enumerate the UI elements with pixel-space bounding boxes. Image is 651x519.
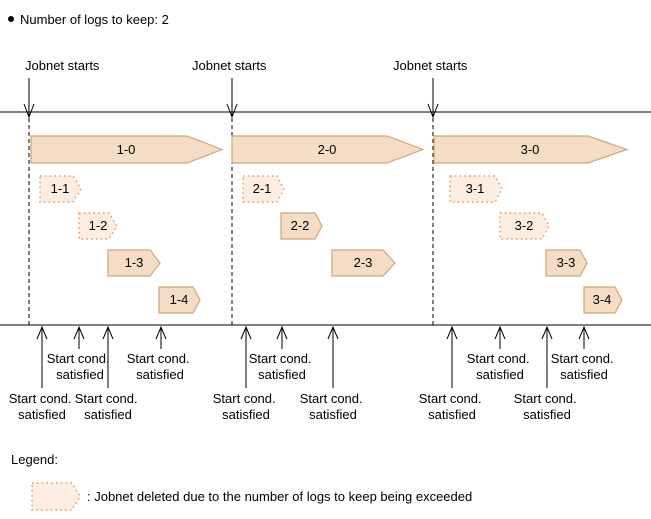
- start-cond-line1: Start cond.: [419, 391, 482, 406]
- jobnet-run-3-1: 3-1: [449, 175, 503, 203]
- start-cond-line2: satisfied: [84, 407, 132, 422]
- start-cond-label: Start cond. satisfied: [419, 391, 486, 422]
- start-cond-line2: satisfied: [523, 407, 571, 422]
- jobnet-run-label: 3-1: [466, 181, 485, 196]
- start-cond-line1: Start cond.: [249, 351, 312, 366]
- start-cond-line1: Start cond.: [467, 351, 530, 366]
- start-cond-label: Start cond. satisfied: [467, 351, 534, 382]
- start-cond-line1: Start cond.: [127, 351, 190, 366]
- start-cond-label: Start cond. satisfied: [75, 391, 142, 422]
- start-cond-arrow: [240, 325, 252, 388]
- jobnet-run-label: 1-3: [125, 255, 144, 270]
- jobnet-run-label: 2-1: [253, 181, 272, 196]
- jobnet-run-label: 1-0: [117, 142, 136, 157]
- jobnet-start-arrow-1: [23, 78, 35, 119]
- jobnet-run-label: 3-2: [515, 218, 534, 233]
- start-cond-arrow: [578, 325, 590, 349]
- start-cond-arrow: [276, 325, 288, 349]
- start-cond-line1: Start cond.: [514, 391, 577, 406]
- start-cond-label: Start cond. satisfied: [514, 391, 581, 422]
- jobnet-run-label: 3-0: [521, 142, 540, 157]
- legend-description: : Jobnet deleted due to the number of lo…: [87, 489, 472, 504]
- start-cond-arrow: [494, 325, 506, 349]
- start-cond-line1: Start cond.: [213, 391, 276, 406]
- jobnet-run-label: 1-2: [89, 218, 108, 233]
- start-cond-label: Start cond. satisfied: [9, 391, 76, 422]
- start-cond-line2: satisfied: [428, 407, 476, 422]
- start-cond-line1: Start cond.: [9, 391, 72, 406]
- start-cond-line2: satisfied: [560, 367, 608, 382]
- jobnet-run-label: 1-1: [51, 181, 70, 196]
- start-cond-label: Start cond. satisfied: [249, 351, 316, 382]
- start-cond-arrow: [327, 325, 339, 388]
- jobnet-run-3-0: 3-0: [433, 135, 629, 164]
- jobnet-run-3-2: 3-2: [499, 212, 550, 240]
- jobnet-run-label: 3-3: [557, 255, 576, 270]
- jobnet-run-1-2: 1-2: [78, 212, 118, 240]
- start-cond-arrow: [102, 325, 114, 388]
- start-cond-label: Start cond. satisfied: [127, 351, 194, 382]
- start-cond-line2: satisfied: [18, 407, 66, 422]
- start-cond-line2: satisfied: [136, 367, 184, 382]
- jobnet-starts-label-2: Jobnet starts: [192, 58, 267, 73]
- jobnet-start-arrow-3: [427, 78, 439, 119]
- start-cond-line1: Start cond.: [551, 351, 614, 366]
- jobnet-start-arrow-2: [226, 78, 238, 119]
- jobnet-starts-label-1: Jobnet starts: [25, 58, 100, 73]
- start-cond-label: Start cond. satisfied: [47, 351, 114, 382]
- jobnet-run-2-3: 2-3: [331, 249, 396, 277]
- bullet-icon: [8, 16, 14, 22]
- start-cond-line2: satisfied: [309, 407, 357, 422]
- legend-deleted-shape-icon: [31, 482, 81, 511]
- jobnet-run-label: 3-4: [593, 292, 612, 307]
- jobnet-run-label: 2-0: [318, 142, 337, 157]
- start-cond-arrow: [36, 325, 48, 388]
- start-cond-label: Start cond. satisfied: [300, 391, 367, 422]
- jobnet-run-3-3: 3-3: [545, 249, 588, 277]
- legend-heading: Legend:: [11, 452, 58, 467]
- jobnet-run-1-1: 1-1: [39, 175, 82, 203]
- jobnet-run-label: 2-3: [354, 255, 373, 270]
- start-cond-line1: Start cond.: [47, 351, 110, 366]
- jobnet-run-1-4: 1-4: [158, 286, 201, 314]
- jobnet-run-2-2: 2-2: [280, 212, 323, 240]
- jobnet-run-1-0: 1-0: [30, 135, 224, 164]
- jobnet-run-label: 2-2: [291, 218, 310, 233]
- start-cond-line1: Start cond.: [300, 391, 363, 406]
- start-cond-line1: Start cond.: [75, 391, 138, 406]
- start-cond-line2: satisfied: [258, 367, 306, 382]
- jobnet-run-label: 1-4: [170, 292, 189, 307]
- page-title: Number of logs to keep: 2: [20, 12, 169, 27]
- jobnet-run-2-0: 2-0: [231, 135, 425, 164]
- jobnet-run-3-4: 3-4: [583, 286, 623, 314]
- jobnet-starts-label-3: Jobnet starts: [393, 58, 468, 73]
- jobnet-run-1-3: 1-3: [107, 249, 161, 277]
- jobnet-run-2-1: 2-1: [242, 175, 285, 203]
- start-cond-arrow: [446, 325, 458, 388]
- start-cond-arrow: [541, 325, 553, 388]
- start-cond-line2: satisfied: [222, 407, 270, 422]
- start-cond-arrow: [155, 325, 167, 349]
- start-cond-arrow: [73, 325, 85, 349]
- start-cond-line2: satisfied: [476, 367, 524, 382]
- start-cond-label: Start cond. satisfied: [551, 351, 618, 382]
- start-cond-line2: satisfied: [56, 367, 104, 382]
- start-cond-label: Start cond. satisfied: [213, 391, 280, 422]
